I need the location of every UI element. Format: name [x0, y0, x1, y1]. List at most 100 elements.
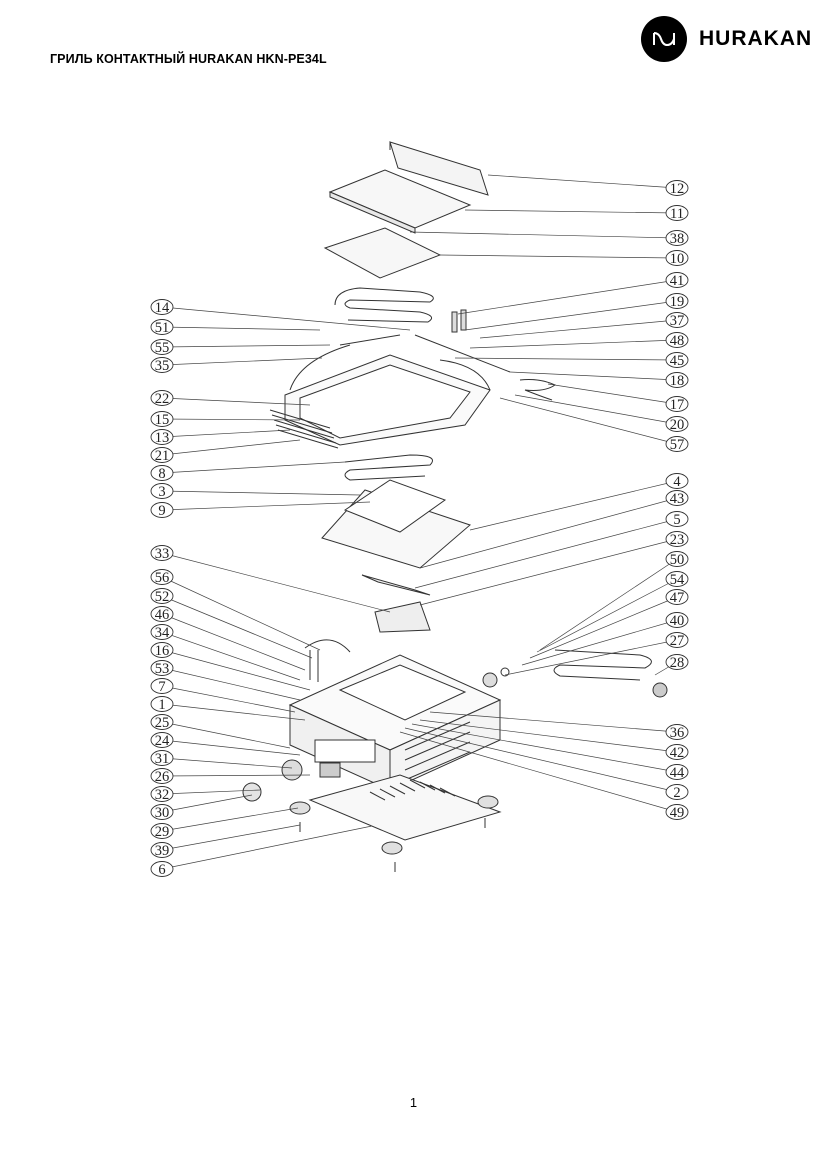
callout-number: 20: [670, 417, 685, 433]
callout-number: 3: [158, 484, 165, 500]
callout-bubble: [665, 230, 689, 246]
callout-bubble: [665, 436, 689, 452]
callout-bubble: [150, 606, 174, 622]
part-callout-2: 2: [665, 784, 689, 801]
callout-number: 7: [158, 679, 165, 695]
leader-line-9: [161, 501, 371, 511]
leader-line-7: [161, 685, 296, 713]
callout-number: 40: [670, 613, 685, 629]
callout-number: 23: [670, 532, 685, 548]
callout-number: 55: [155, 340, 170, 356]
callout-number: 47: [670, 590, 685, 606]
grill-exploded-drawing: [242, 141, 668, 872]
callout-bubble: [150, 750, 174, 766]
callout-bubble: [150, 842, 174, 858]
part-callout-26: 26: [150, 768, 174, 785]
part-callout-11: 11: [665, 205, 689, 222]
callout-bubble: [665, 724, 689, 740]
leader-line-36: [429, 711, 678, 733]
callout-number: 29: [155, 824, 170, 840]
leader-line-21: [161, 439, 301, 456]
leader-line-12: [487, 174, 678, 189]
leader-line-52: [161, 595, 313, 659]
callout-number: 38: [670, 231, 685, 247]
leader-line-8: [161, 461, 346, 474]
leader-line-57: [499, 397, 678, 445]
callout-number: 25: [155, 715, 170, 731]
callout-number: 49: [670, 805, 685, 821]
leader-line-43: [419, 497, 678, 569]
part-callout-37: 37: [665, 312, 689, 329]
callout-bubble: [150, 642, 174, 658]
callout-bubble: [150, 861, 174, 877]
part-callout-22: 22: [150, 390, 174, 407]
leader-line-2: [404, 727, 678, 793]
leader-line-14: [161, 306, 411, 331]
callout-number: 42: [670, 745, 685, 761]
callout-labels: 1451553522151321839335652463416537125243…: [150, 180, 689, 878]
part-callout-6: 6: [150, 861, 174, 878]
part-callout-47: 47: [665, 589, 689, 606]
callout-number: 5: [673, 512, 680, 528]
part-callout-19: 19: [665, 293, 689, 310]
leader-line-4: [469, 480, 678, 531]
callout-bubble: [150, 804, 174, 820]
callout-number: 9: [158, 503, 165, 519]
callout-bubble: [150, 768, 174, 784]
part-callout-52: 52: [150, 588, 174, 605]
leader-line-39: [161, 824, 301, 851]
callout-bubble: [150, 299, 174, 315]
callout-bubble: [665, 250, 689, 266]
callout-number: 28: [670, 655, 685, 671]
callout-bubble: [150, 483, 174, 499]
callout-bubble: [665, 352, 689, 368]
part-callout-10: 10: [665, 250, 689, 267]
part-callout-49: 49: [665, 804, 689, 821]
part-callout-32: 32: [150, 786, 174, 803]
callout-bubble: [665, 511, 689, 527]
leader-line-17: [547, 383, 678, 405]
leader-line-18: [509, 371, 678, 381]
callout-number: 48: [670, 333, 685, 349]
callout-bubble: [150, 390, 174, 406]
part-callout-5: 5: [665, 511, 689, 528]
callout-number: 15: [155, 412, 170, 428]
page-number: 1: [409, 1095, 418, 1110]
leader-line-15: [161, 418, 301, 421]
leader-line-27: [504, 639, 678, 676]
part-callout-56: 56: [150, 569, 174, 586]
callout-number: 18: [670, 373, 685, 389]
part-callout-53: 53: [150, 660, 174, 677]
callout-number: 1: [158, 697, 165, 713]
callout-number: 12: [670, 181, 685, 197]
callout-number: 17: [670, 397, 685, 413]
part-callout-20: 20: [665, 416, 689, 433]
part-callout-55: 55: [150, 339, 174, 356]
callout-bubble: [150, 319, 174, 335]
part-callout-50: 50: [665, 551, 689, 568]
callout-number: 34: [155, 625, 170, 641]
leader-line-34: [161, 631, 301, 681]
callout-bubble: [150, 786, 174, 802]
callout-bubble: [150, 732, 174, 748]
callout-number: 26: [155, 769, 170, 785]
part-callout-9: 9: [150, 502, 174, 519]
callout-bubble: [665, 293, 689, 309]
callout-number: 22: [155, 391, 170, 407]
callout-bubble: [665, 180, 689, 196]
callout-number: 27: [670, 633, 685, 649]
leader-line-38: [409, 231, 678, 239]
leader-line-50: [539, 558, 678, 651]
callout-number: 53: [155, 661, 170, 677]
leader-line-47: [529, 596, 678, 659]
callout-number: 39: [155, 843, 170, 859]
callout-leader-lines: [161, 174, 678, 870]
callout-bubble: [150, 588, 174, 604]
callout-bubble: [150, 357, 174, 373]
leader-line-23: [419, 538, 678, 606]
part-callout-51: 51: [150, 319, 174, 336]
callout-bubble: [665, 764, 689, 780]
leader-line-37: [479, 319, 678, 339]
callout-bubble: [150, 624, 174, 640]
